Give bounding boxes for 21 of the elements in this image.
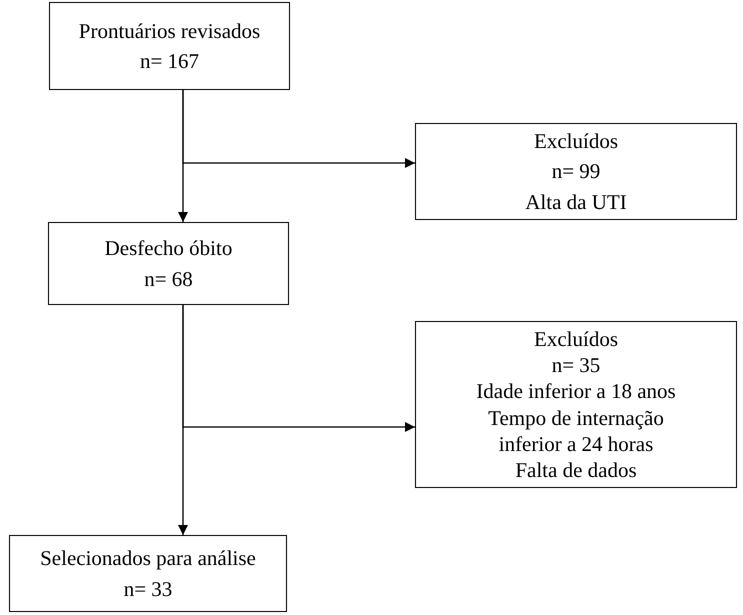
box-text: Excluídos <box>534 326 618 352</box>
box-text: n= 167 <box>140 48 200 75</box>
box-text: n= 33 <box>124 576 172 602</box>
box-text: Excluídos <box>534 128 618 155</box>
arrow <box>178 305 188 535</box>
box-text: Falta de dados <box>515 457 637 484</box>
box-text: Desfecho óbito <box>104 235 232 262</box>
box-text: Prontuários revisados <box>78 18 260 45</box>
box-text: Idade inferior a 18 anos <box>476 378 676 404</box>
process-box <box>9 535 287 612</box>
box-text: n= 68 <box>144 266 193 292</box>
process-box <box>415 321 737 488</box>
box-text: Alta da UTI <box>525 188 627 216</box>
arrow <box>178 90 188 222</box>
box-text: Selecionados para análise <box>40 545 256 572</box>
box-text: n= 99 <box>552 158 600 186</box>
process-box <box>415 123 737 220</box>
box-text: Tempo de internação inferior a 24 horas <box>487 404 665 457</box>
process-box <box>49 2 290 90</box>
process-box <box>48 222 289 305</box>
box-text: n= 35 <box>552 352 600 378</box>
